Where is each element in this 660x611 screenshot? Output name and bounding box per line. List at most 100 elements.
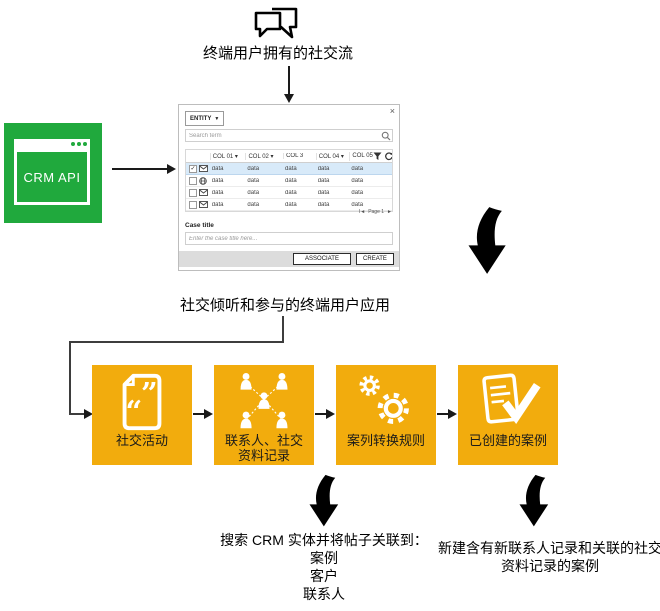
table-row[interactable]: ✓ data data data data data xyxy=(186,163,392,175)
table-row[interactable]: data data data data data xyxy=(186,199,392,211)
table-cell: data xyxy=(247,165,260,172)
arrowhead xyxy=(448,409,457,419)
step-case-rules: 案列转换规则 xyxy=(336,365,436,465)
filter-icon[interactable] xyxy=(373,152,382,161)
search-input[interactable] xyxy=(185,129,393,142)
row-checkbox[interactable] xyxy=(189,200,197,209)
connector-segment xyxy=(69,341,284,343)
table-cell: data xyxy=(285,165,297,172)
table-cell: data xyxy=(211,165,224,172)
arrow-step1-step2 xyxy=(193,413,205,415)
row-checkbox[interactable] xyxy=(189,188,197,197)
row-checkbox[interactable]: ✓ xyxy=(189,164,197,173)
entity-dropdown[interactable]: ENTITY ▼ xyxy=(185,111,225,126)
table-cell: data xyxy=(351,189,364,196)
table-cell: data xyxy=(211,189,224,196)
column-header[interactable]: COL 3 xyxy=(283,153,316,159)
swoosh-arrow-contacts xyxy=(309,474,339,527)
step-contacts-profiles: 联系人、社交 资料记录 xyxy=(214,365,314,465)
results-table: COL 01 ▾ COL 02 ▾ COL 3 COL 04 ▾ COL 05 xyxy=(185,149,393,212)
column-header[interactable]: COL 04 ▾ xyxy=(315,152,350,160)
speech-bubbles-icon xyxy=(254,7,298,39)
associate-targets-title: 搜索 CRM 实体并将帖子关联到： xyxy=(220,532,428,548)
window-titlebar xyxy=(14,139,90,149)
crm-api-box: CRM API xyxy=(4,123,102,223)
create-button[interactable]: CREATE xyxy=(356,253,394,265)
svg-text:”: ” xyxy=(141,376,158,410)
table-cell: data xyxy=(285,177,297,184)
table-cell: data xyxy=(317,177,330,184)
pager-next-icon[interactable]: ► xyxy=(387,209,392,215)
case-title-label: Case title xyxy=(185,222,214,229)
envelope-icon xyxy=(199,165,208,172)
crm-api-label: CRM API xyxy=(23,169,81,185)
dialog-footer: ASSOCIATE CREATE xyxy=(179,251,399,267)
associate-button[interactable]: ASSOCIATE xyxy=(293,253,351,265)
column-header[interactable]: COL 05 xyxy=(349,151,393,161)
row-checkbox[interactable] xyxy=(189,176,197,185)
table-cell: data xyxy=(211,177,224,184)
entity-dropdown-label: ENTITY xyxy=(190,115,212,122)
table-cell: data xyxy=(351,201,364,208)
refresh-icon[interactable] xyxy=(384,151,393,161)
column-header[interactable]: COL 02 ▾ xyxy=(245,152,283,160)
table-cell: data xyxy=(247,177,260,184)
arrow-to-dialog xyxy=(288,66,290,95)
step-label: 联系人、社交 资料记录 xyxy=(224,433,303,463)
associate-target-item: 案例 xyxy=(310,550,338,566)
table-header-row: COL 01 ▾ COL 02 ▾ COL 3 COL 04 ▾ COL 05 xyxy=(186,150,393,163)
pagination[interactable]: I◄ Page 1 ► xyxy=(359,209,392,215)
window-dot xyxy=(77,142,81,146)
step-label: 已创建的案例 xyxy=(468,433,547,448)
arrowhead xyxy=(284,94,294,103)
quote-document-icon: “ ” xyxy=(122,373,162,431)
arrowhead xyxy=(167,164,176,174)
table-cell: data xyxy=(317,201,330,208)
table-cell: data xyxy=(351,177,364,184)
social-stream-label: 终端用户拥有的社交流 xyxy=(202,45,353,62)
table-cell: data xyxy=(211,201,224,208)
step-label: 社交活动 xyxy=(115,433,168,448)
case-title-input[interactable] xyxy=(185,232,393,245)
entity-dialog: ENTITY ▼ × COL 01 ▾ COL 02 ▾ COL 3 COL 0… xyxy=(178,104,400,271)
arrowhead xyxy=(326,409,335,419)
search-icon[interactable] xyxy=(381,131,391,141)
arrow-step3-step4 xyxy=(437,413,449,415)
pager-first-icon[interactable]: I◄ xyxy=(358,209,366,215)
table-cell: data xyxy=(285,201,297,208)
swoosh-arrow-case xyxy=(519,474,549,527)
table-cell: data xyxy=(247,189,260,196)
window-dot xyxy=(83,142,87,146)
table-row[interactable]: data data data data data xyxy=(186,187,392,199)
window-body: CRM API xyxy=(14,149,90,205)
close-icon[interactable]: × xyxy=(389,106,395,116)
arrow-step2-step3 xyxy=(315,413,327,415)
arrowhead xyxy=(204,409,213,419)
window-dot xyxy=(71,142,75,146)
chevron-down-icon: ▼ xyxy=(214,115,220,122)
table-cell: data xyxy=(317,189,330,196)
table-row[interactable]: data data data data data xyxy=(186,175,392,187)
gears-icon xyxy=(359,375,409,425)
arrow-crm-to-dialog xyxy=(112,168,168,170)
table-cell: data xyxy=(247,201,260,208)
document-check-icon xyxy=(482,373,541,424)
table-cell: data xyxy=(285,189,297,196)
people-network-icon xyxy=(240,373,288,429)
browser-window-icon: CRM API xyxy=(14,139,90,205)
dialog-caption: 社交倾听和参与的终端用户应用 xyxy=(179,297,390,314)
new-case-note: 新建含有新联系人记录和关联的社交 资料记录的案例 xyxy=(438,540,660,574)
pager-label: Page 1 xyxy=(368,209,385,215)
step-social-activity: “ ” 社交活动 xyxy=(92,365,192,465)
associate-targets-block: 搜索 CRM 实体并将帖子关联到： 案例 客户 联系人 xyxy=(218,531,430,603)
table-cell: data xyxy=(317,165,330,172)
column-header[interactable]: COL 01 ▾ xyxy=(209,152,246,160)
connector-segment xyxy=(282,316,284,343)
step-case-created: 已创建的案例 xyxy=(458,365,558,465)
associate-target-item: 客户 xyxy=(310,568,338,584)
connector-segment xyxy=(69,413,85,415)
step-label: 案列转换规则 xyxy=(346,433,425,448)
arrowhead xyxy=(84,409,93,419)
connector-segment xyxy=(69,341,71,415)
